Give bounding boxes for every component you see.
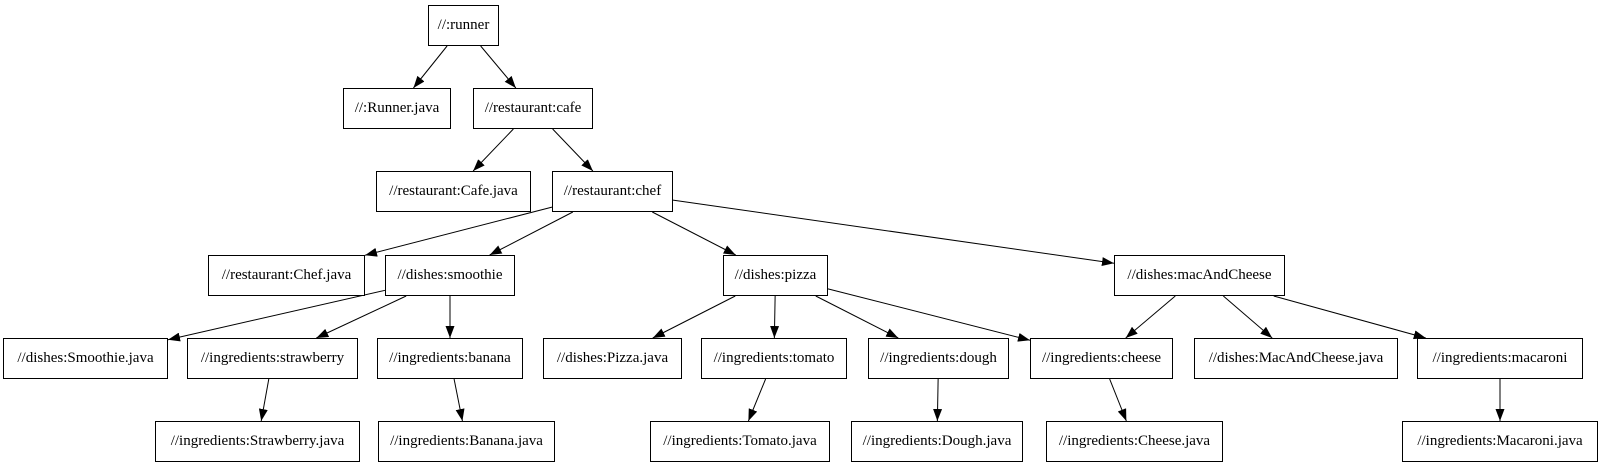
graph-node-strawberry: //ingredients:strawberry: [187, 338, 358, 379]
edge-macandcheese-to-cheese: [1125, 295, 1176, 339]
graph-node-cafe: //restaurant:cafe: [473, 88, 593, 129]
edge-smoothie-to-smoothie-java: [167, 289, 386, 342]
edge-chef-to-pizza: [652, 211, 736, 256]
graph-node-macandcheese: //dishes:macAndCheese: [1114, 255, 1285, 296]
graph-node-chef-java: //restaurant:Chef.java: [208, 255, 365, 296]
graph-node-banana: //ingredients:banana: [377, 338, 523, 379]
edge-chef-to-chef-java: [364, 206, 553, 257]
graph-node-smoothie: //dishes:smoothie: [385, 255, 515, 296]
graph-node-banana-java: //ingredients:Banana.java: [378, 421, 555, 462]
edge-chef-to-macandcheese: [672, 199, 1115, 267]
edge-banana-to-banana-java: [453, 378, 465, 422]
edge-chef-to-smoothie: [489, 211, 574, 256]
graph-node-dough-java: //ingredients:Dough.java: [851, 421, 1023, 462]
edge-cafe-to-cafe-java: [472, 128, 514, 172]
graph-node-runner-java: //:Runner.java: [343, 88, 451, 129]
edge-tomato-to-tomato-java: [747, 378, 767, 422]
edge-runner-to-cafe: [480, 45, 517, 89]
graph-node-dough: //ingredients:dough: [868, 338, 1009, 379]
graph-node-cheese: //ingredients:cheese: [1030, 338, 1173, 379]
graph-node-pizza-java: //dishes:Pizza.java: [543, 338, 682, 379]
edge-pizza-to-dough: [815, 295, 899, 339]
graph-node-runner: //:runner: [428, 5, 499, 46]
edge-dough-to-dough-java: [933, 378, 943, 422]
graph-node-tomato-java: //ingredients:Tomato.java: [650, 421, 830, 462]
edge-group: [167, 45, 1505, 422]
graph-node-cafe-java: //restaurant:Cafe.java: [376, 171, 531, 212]
graph-node-pizza: //dishes:pizza: [723, 255, 828, 296]
edge-macandcheese-to-macaroni: [1273, 295, 1426, 340]
edge-smoothie-to-strawberry: [316, 295, 407, 339]
edge-strawberry-to-strawberry-java: [258, 378, 270, 422]
graph-node-macaroni: //ingredients:macaroni: [1417, 338, 1583, 379]
graph-node-cheese-java: //ingredients:Cheese.java: [1046, 421, 1223, 462]
graph-node-strawberry-java: //ingredients:Strawberry.java: [155, 421, 360, 462]
graph-node-smoothie-java: //dishes:Smoothie.java: [3, 338, 168, 379]
edge-cheese-to-cheese-java: [1109, 378, 1127, 422]
graph-node-tomato: //ingredients:tomato: [701, 338, 847, 379]
edge-runner-to-runner-java: [413, 45, 448, 89]
edge-pizza-to-pizza-java: [652, 295, 736, 339]
graph-node-chef: //restaurant:chef: [552, 171, 673, 212]
edge-cafe-to-chef: [552, 128, 594, 172]
edge-pizza-to-tomato: [770, 295, 780, 339]
edge-macandcheese-to-macandcheese-java: [1223, 295, 1273, 339]
graph-node-macandcheese-java: //dishes:MacAndCheese.java: [1194, 338, 1398, 379]
graph-node-macaroni-java: //ingredients:Macaroni.java: [1402, 421, 1598, 462]
edge-pizza-to-cheese: [827, 288, 1031, 342]
